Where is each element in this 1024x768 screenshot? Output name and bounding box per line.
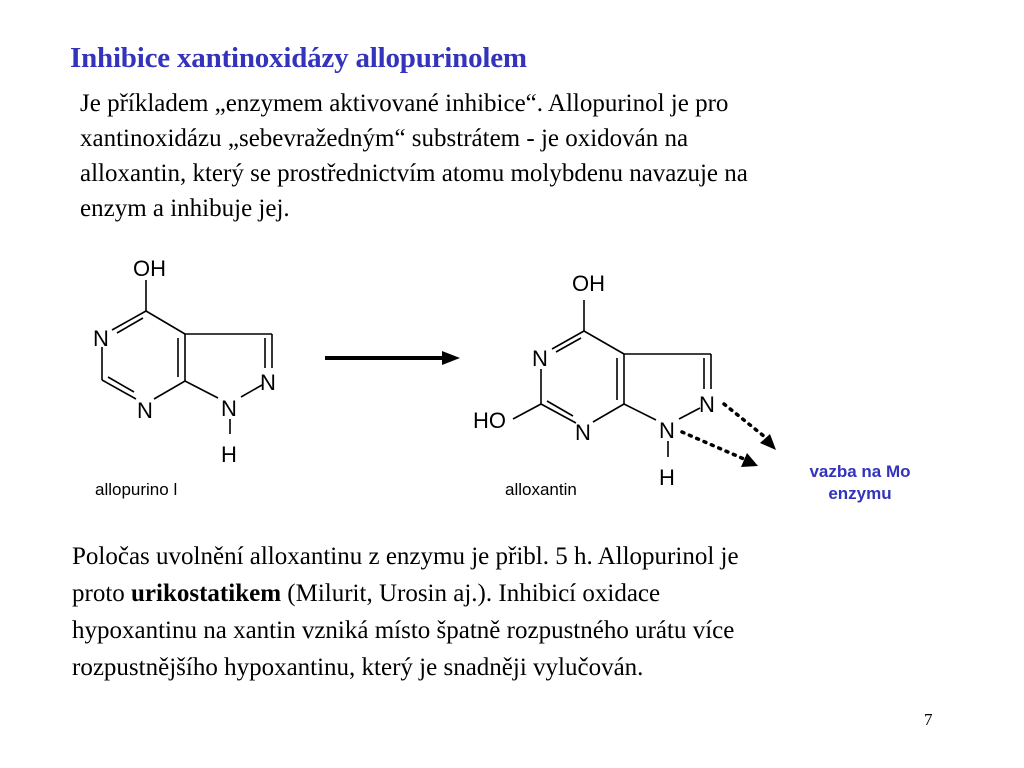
binding-note-line: vazba na Mo	[809, 462, 911, 481]
atom-oh: OH	[133, 256, 166, 281]
outro-line: proto urikostatikem (Milurit, Urosin aj.…	[72, 575, 952, 612]
intro-paragraph: Je příkladem „enzymem aktivované inhibic…	[80, 86, 950, 226]
outro-text: (Milurit, Urosin aj.). Inhibicí oxidace	[281, 580, 661, 607]
alloxantin-structure	[512, 300, 712, 457]
atom-n: N	[137, 398, 153, 423]
alloxantin-label: alloxantin	[505, 480, 577, 499]
atom-n: N	[699, 392, 715, 417]
atom-oh: OH	[572, 271, 605, 296]
alloxantin-atoms: OH HO N N N N H	[473, 271, 715, 490]
atom-n: N	[221, 396, 237, 421]
binding-note: vazba na Mo enzymu	[760, 461, 960, 505]
atom-n: N	[260, 370, 276, 395]
intro-line: xantinoxidázu „sebevražedným“ substrátem…	[80, 125, 689, 152]
atom-n: N	[575, 420, 591, 445]
reaction-arrow-icon	[325, 351, 460, 365]
emphasis-term: urikostatikem	[131, 580, 282, 607]
intro-line: Je příkladem „enzymem aktivované inhibic…	[80, 90, 729, 117]
atom-h: H	[221, 442, 237, 467]
binding-arrows	[680, 402, 776, 467]
atom-n: N	[93, 326, 109, 351]
binding-note-line: enzymu	[828, 484, 892, 503]
intro-line: alloxantin, který se prostřednictvím ato…	[80, 160, 748, 187]
outro-line: rozpustnějšího hypoxantinu, který je sna…	[72, 654, 644, 681]
intro-line: enzym a inhibuje jej.	[80, 195, 290, 222]
atom-ho: HO	[473, 408, 506, 433]
arrowhead-icon	[760, 434, 776, 450]
outro-line: Poločas uvolnění alloxantinu z enzymu je…	[72, 543, 739, 570]
outro-paragraph: Poločas uvolnění alloxantinu z enzymu je…	[72, 538, 952, 686]
slide-title: Inhibice xantinoxidázy allopurinolem	[70, 42, 527, 74]
allopurinol-structure	[101, 280, 273, 434]
allopurinol-label: allopurino l	[95, 480, 178, 499]
atom-h: H	[659, 465, 675, 490]
outro-text: proto	[72, 580, 132, 607]
allopurinol-atoms: OH N N N N H	[93, 256, 276, 467]
atom-n: N	[659, 418, 675, 443]
outro-line: hypoxantinu na xantin vzniká místo špatn…	[72, 617, 735, 644]
atom-n: N	[532, 346, 548, 371]
page-number: 7	[924, 710, 933, 729]
arrowhead-icon	[741, 453, 758, 467]
